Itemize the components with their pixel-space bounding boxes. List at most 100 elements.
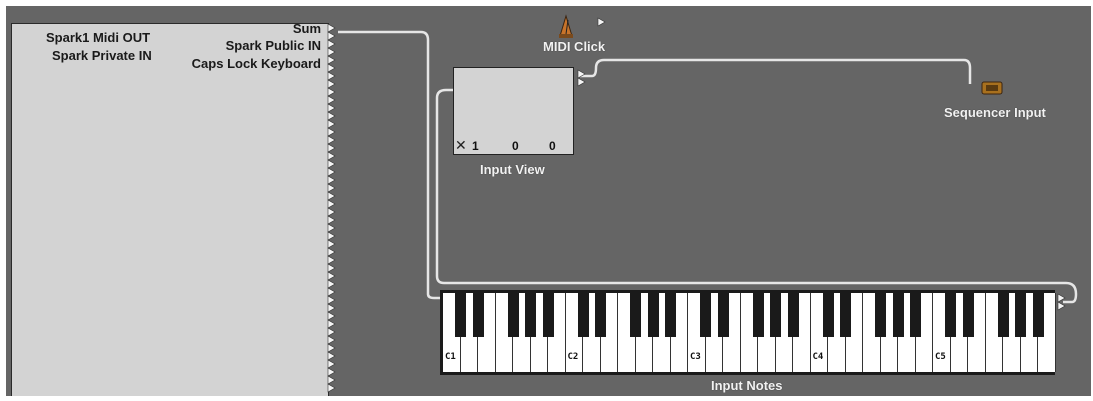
outlet-port-icon[interactable] [327,183,336,193]
outlet-port-icon[interactable] [327,24,336,33]
input-view-box[interactable]: ✕ 1 0 0 [453,67,574,155]
label-spark1-midi-out[interactable]: Spark1 Midi OUT [46,30,151,45]
metronome-icon[interactable] [556,12,616,42]
outlet-port-icon[interactable] [327,351,336,361]
outlet-port-icon[interactable] [327,79,336,89]
label-sum[interactable]: Sum [292,21,321,36]
black-key[interactable] [752,293,764,337]
outlet-port-icon[interactable] [327,199,336,209]
input-view-value-velocity: 0 [549,139,556,153]
outlet-port-icon[interactable] [327,151,336,161]
outlet-port-icon[interactable] [327,255,336,265]
outlet-port-icon[interactable] [327,87,336,97]
outlet-port-icon[interactable] [327,359,336,369]
outlet-port-icon[interactable] [327,55,336,65]
black-key[interactable] [910,293,921,337]
outlet-port-icon[interactable] [327,327,336,337]
outlet-port-icon[interactable] [327,247,336,257]
black-key[interactable] [647,293,659,337]
black-key[interactable] [770,293,781,337]
black-key[interactable] [962,293,974,337]
octave-label: C2 [567,352,579,362]
sequencer-input-icon[interactable] [981,80,1003,96]
octave-label: C5 [935,352,946,362]
outlet-port-icon[interactable] [327,231,336,241]
black-key[interactable] [1032,293,1044,337]
black-key[interactable] [997,293,1009,337]
black-key[interactable] [455,293,466,337]
outlet-port-icon[interactable] [327,311,336,321]
outlet-port-icon[interactable] [327,103,336,113]
black-key[interactable] [542,293,554,337]
cable-keyboard-to-inputview[interactable] [435,88,1078,304]
outlet-port-icon[interactable] [327,39,336,49]
outlet-port-icon[interactable] [327,367,336,377]
cable-sum-to-keyboard[interactable] [338,30,440,300]
black-key[interactable] [595,293,606,337]
outlet-port-icon[interactable] [327,191,336,201]
close-icon[interactable]: ✕ [455,138,467,154]
outlet-port-icon[interactable] [327,207,336,217]
black-key[interactable] [840,293,851,337]
cable-inputview-to-sequencer[interactable] [580,58,972,84]
outlet-port-icon[interactable] [327,263,336,273]
black-key[interactable] [875,293,886,337]
label-input-view[interactable]: Input View [480,162,545,177]
outlet-port-icon[interactable] [327,343,336,353]
octave-label: C1 [445,352,456,362]
outlet-port-icon[interactable] [327,111,336,121]
outlet-port-icon[interactable] [327,119,336,129]
outlet-port-icon[interactable] [327,303,336,313]
black-key[interactable] [822,293,834,337]
black-key[interactable] [1015,293,1026,337]
label-input-notes[interactable]: Input Notes [711,378,783,393]
outlet-port-column[interactable] [327,24,337,394]
outlet-port-icon[interactable] [327,295,336,305]
black-key[interactable] [700,293,711,337]
black-key[interactable] [507,293,519,337]
input-view-value-note: 0 [512,139,519,153]
black-key[interactable] [665,293,676,337]
black-key[interactable] [577,293,589,337]
outlet-port-icon[interactable] [327,31,336,41]
outlet-port-icon[interactable] [327,159,336,169]
octave-label: C3 [690,352,701,362]
outlet-port-icon[interactable] [327,383,336,393]
environment-canvas[interactable]: Spark1 Midi OUT Spark Private IN Sum Spa… [6,6,1091,396]
label-midi-click[interactable]: MIDI Click [543,39,606,54]
outlet-port-icon[interactable] [327,71,336,81]
black-key[interactable] [892,293,904,337]
label-sequencer-input[interactable]: Sequencer Input [944,105,1046,120]
outlet-port-icon[interactable] [327,271,336,281]
environment-layer-panel[interactable] [11,23,329,396]
label-caps-lock-keyboard[interactable]: Caps Lock Keyboard [191,56,321,71]
outlet-port-icon[interactable] [327,47,336,57]
input-view-outlet-icon[interactable] [577,69,587,89]
label-spark-private-in[interactable]: Spark Private IN [52,48,152,63]
outlet-port-icon[interactable] [327,175,336,185]
keyboard-outlet-icon[interactable] [1057,293,1069,313]
label-spark-public-in[interactable]: Spark Public IN [225,38,321,53]
black-key[interactable] [630,293,641,337]
black-key[interactable] [472,293,484,337]
black-key[interactable] [787,293,799,337]
outlet-port-icon[interactable] [327,319,336,329]
outlet-port-icon[interactable] [327,279,336,289]
outlet-port-icon[interactable] [327,127,336,137]
outlet-port-icon[interactable] [327,375,336,385]
black-key[interactable] [717,293,729,337]
outlet-port-icon[interactable] [327,223,336,233]
outlet-port-icon[interactable] [327,143,336,153]
midi-click-outlet-icon[interactable] [597,17,606,27]
outlet-port-icon[interactable] [327,239,336,249]
black-key[interactable] [525,293,536,337]
black-key[interactable] [945,293,956,337]
outlet-port-icon[interactable] [327,335,336,345]
outlet-port-icon[interactable] [327,63,336,73]
outlet-port-icon[interactable] [327,287,336,297]
outlet-port-icon[interactable] [327,167,336,177]
outlet-port-icon[interactable] [327,95,336,105]
outlet-port-icon[interactable] [327,135,336,145]
outlet-port-icon[interactable] [327,215,336,225]
